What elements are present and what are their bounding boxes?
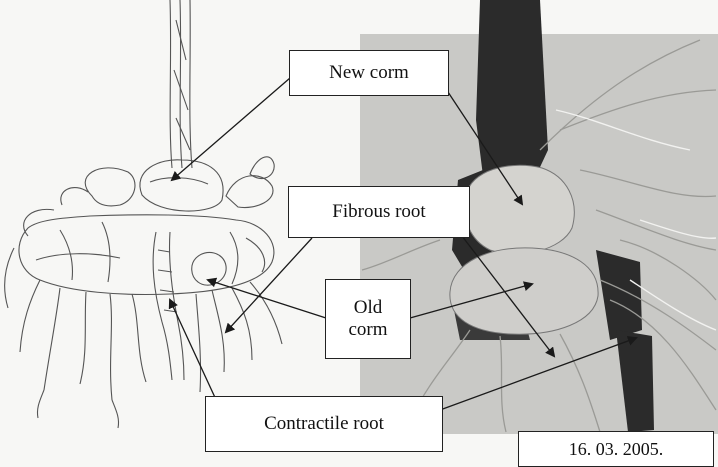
- drawing-stem: [170, 0, 192, 168]
- label-contractile-root: Contractile root: [205, 396, 443, 452]
- date-stamp: 16. 03. 2005.: [518, 431, 714, 467]
- arrow-contractile-drawing: [170, 300, 218, 404]
- label-old-corm-line2: corm: [348, 319, 387, 341]
- arrow-old-corm-drawing: [208, 280, 326, 318]
- line-drawing: [5, 0, 282, 428]
- label-fibrous-root: Fibrous root: [288, 186, 470, 238]
- label-old-corm-line1: Old: [354, 297, 383, 319]
- drawing-old-corm: [19, 209, 274, 294]
- drawing-contractile-root: [153, 232, 184, 380]
- label-new-corm: New corm: [289, 50, 449, 96]
- photo-new-corm: [465, 165, 574, 254]
- label-old-corm: Old corm: [325, 279, 411, 359]
- drawing-new-corm: [61, 157, 274, 211]
- photo-old-corm: [450, 248, 598, 334]
